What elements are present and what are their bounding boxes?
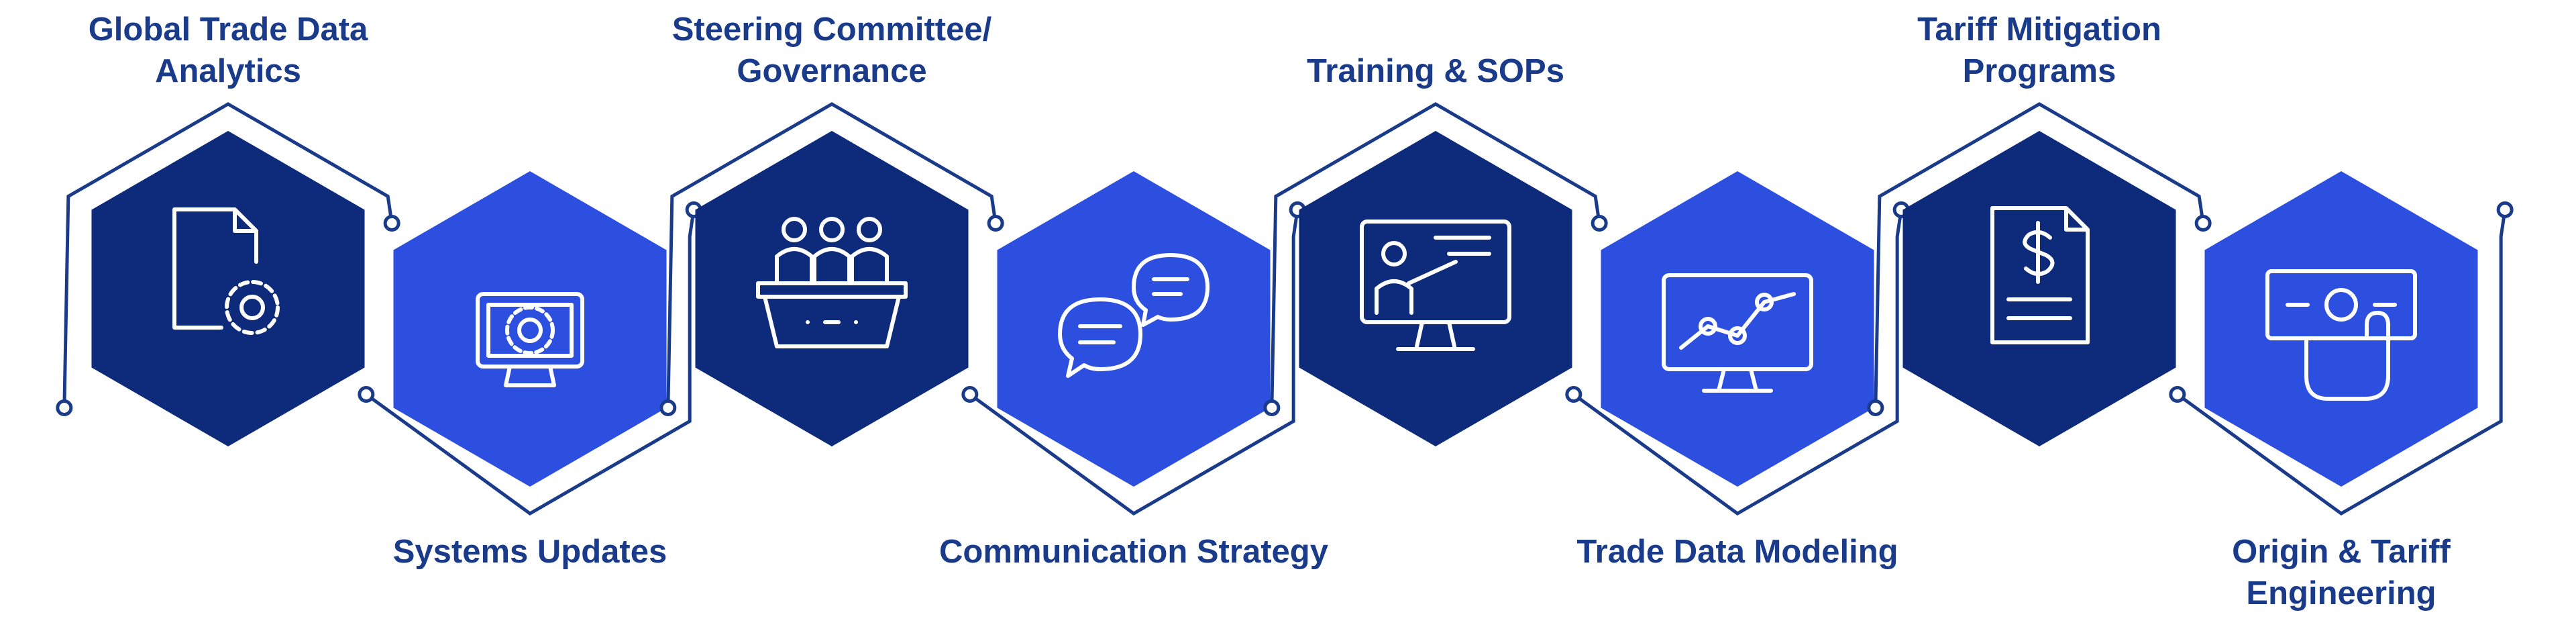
- connector-dot: [358, 386, 375, 403]
- connector-dot: [383, 215, 400, 232]
- step-label-line: Tariff Mitigation: [1917, 11, 2161, 48]
- step-label: Communication Strategy: [939, 534, 1328, 570]
- hexagon-outline: [62, 102, 394, 408]
- hexagon: [997, 171, 1271, 487]
- connector-dot: [2496, 201, 2514, 218]
- step-label-line: Governance: [737, 53, 926, 89]
- step-label: Trade Data Modeling: [1576, 534, 1898, 570]
- step-label-line: Origin & Tariff: [2232, 534, 2451, 570]
- connector-dot: [659, 399, 677, 416]
- step-label-line: Communication Strategy: [939, 534, 1328, 570]
- connector-dot: [2194, 215, 2212, 232]
- connector-dot: [2169, 386, 2186, 403]
- hexagon-outline: [1270, 102, 1601, 408]
- connector-dot: [961, 386, 979, 403]
- step-label-line: Steering Committee/: [672, 11, 992, 48]
- step-systems-updates: Systems Updates: [358, 171, 702, 570]
- connector-dot: [1867, 399, 1884, 416]
- hexagon: [91, 131, 365, 446]
- step-steering-committee-governance: Steering Committee/Governance: [659, 11, 1004, 446]
- connector-dot: [987, 215, 1004, 232]
- connector-dot: [1263, 399, 1281, 416]
- hexagon: [393, 171, 667, 487]
- step-label: Steering Committee/Governance: [672, 11, 992, 89]
- hexagon: [1902, 131, 2176, 446]
- step-label-line: Analytics: [155, 53, 301, 89]
- hexagon: [695, 131, 969, 446]
- step-label-line: Trade Data Modeling: [1576, 534, 1898, 570]
- hexagon-outline: [666, 102, 998, 408]
- step-label-line: Global Trade Data: [89, 11, 368, 48]
- step-label: Systems Updates: [393, 534, 667, 570]
- step-label-line: Engineering: [2246, 575, 2436, 612]
- connector-dot: [56, 399, 73, 416]
- connector-dot: [1591, 215, 1608, 232]
- hexagon-outline: [2176, 209, 2507, 516]
- step-trade-data-modeling: Trade Data Modeling: [1565, 171, 1910, 570]
- hexagon: [1299, 131, 1572, 446]
- step-label-line: Programs: [1963, 53, 2116, 89]
- hexagon-outline: [365, 209, 696, 516]
- hexagon-outline: [1874, 102, 2205, 408]
- hexagon: [2204, 171, 2478, 487]
- step-training-sops: Training & SOPs: [1263, 53, 1608, 446]
- step-label-line: Training & SOPs: [1307, 53, 1564, 89]
- step-label: Training & SOPs: [1307, 53, 1564, 89]
- step-communication-strategy: Communication Strategy: [939, 171, 1328, 570]
- connector-dot: [1565, 386, 1582, 403]
- hexagon-outline: [969, 209, 1299, 516]
- step-label-line: Systems Updates: [393, 534, 667, 570]
- hexagon-outline: [1572, 209, 1903, 516]
